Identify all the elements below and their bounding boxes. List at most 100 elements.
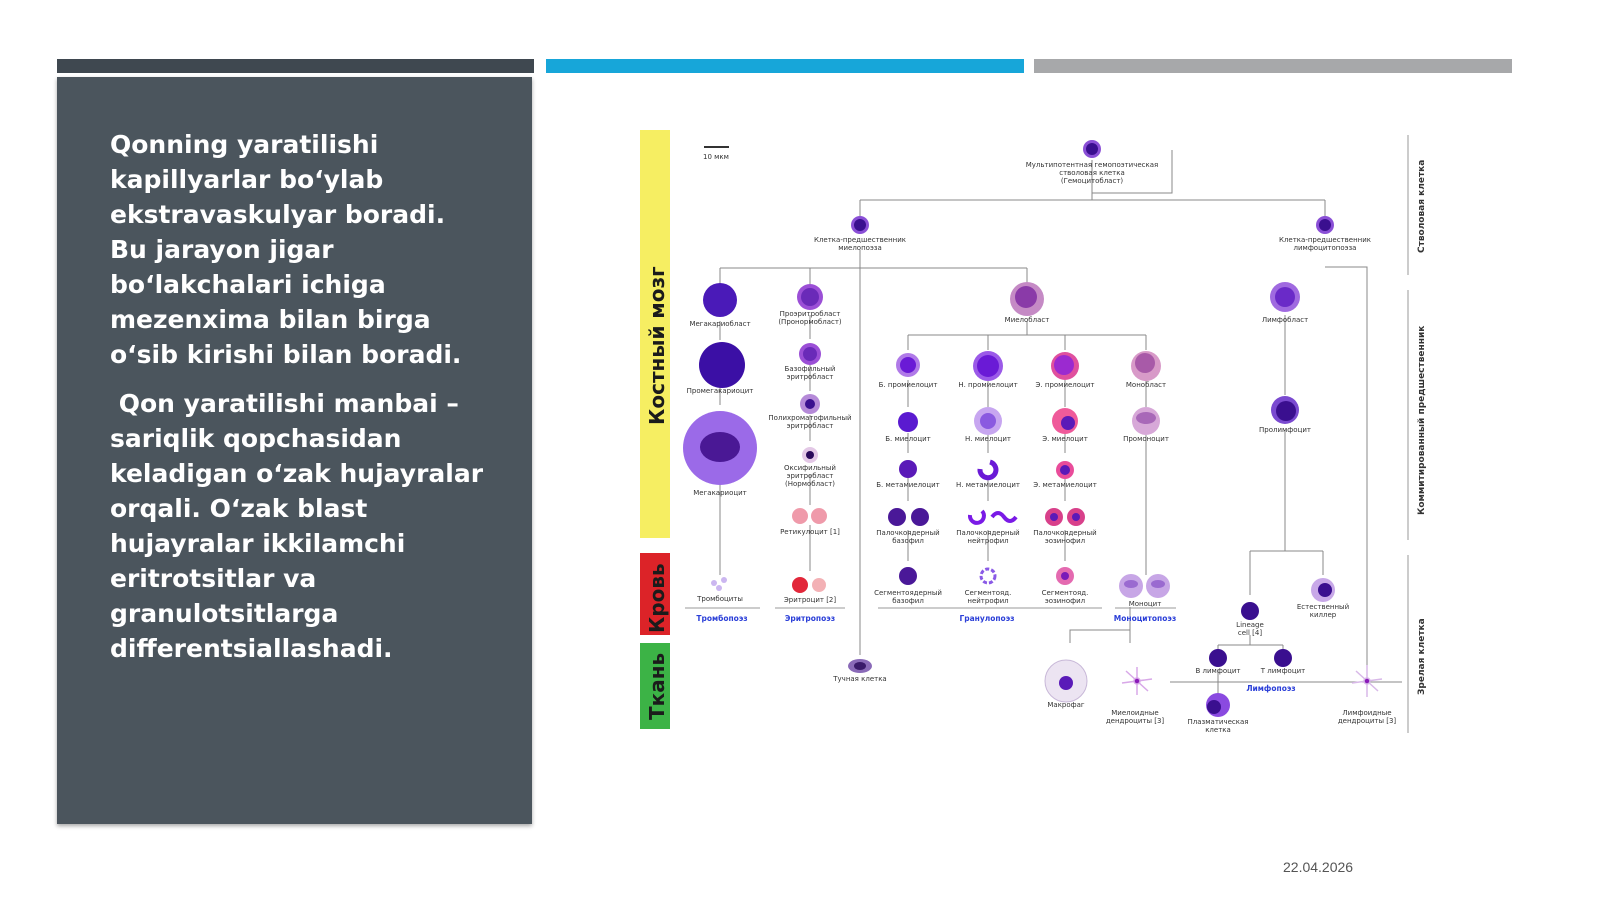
text-panel: Qonning yaratilishi kapillyarlar bo‘ylab…	[57, 77, 532, 824]
cells-plasma-cell-0-label: Плазматическая	[1188, 718, 1249, 726]
lymphoid-prog-1-label: лимфоцитопоэза	[1294, 244, 1357, 252]
lymphopoiesis-label: Лимфопоэз	[1246, 684, 1295, 693]
top-cell-1-label: стволовая клетка	[1059, 169, 1125, 177]
n-metamyelocyte-cell	[977, 459, 999, 481]
plasma-cell	[1206, 693, 1230, 717]
cells-promonocyte-label: Промоноцит	[1123, 435, 1169, 443]
lineage-cell	[1241, 602, 1259, 620]
band-basophil-cells	[888, 508, 929, 526]
committed-label: Коммитированный предшественник	[1417, 326, 1427, 515]
basophilic-erythroblast-cell	[799, 343, 821, 365]
lymphoblast-cell	[1270, 282, 1300, 312]
tissue-band	[640, 643, 670, 729]
cells-basophilic-eb-1-label: эритробласт	[787, 373, 834, 381]
cells-band-b-1-label: базофил	[892, 537, 924, 545]
cells-orthochromatic-eb-1-label: эритробласт	[787, 472, 834, 480]
cells-monoblast-label: Монобласт	[1126, 381, 1166, 389]
cells-band-e-0-label: Палочкоядерный	[1033, 529, 1096, 537]
cells-proerythroblast-1-label: (Пронормобласт)	[778, 318, 842, 326]
cells-b-promyelocyte-label: Б. промиелоцит	[879, 381, 938, 389]
polychromatic-erythroblast-cell	[800, 394, 820, 414]
myeloblast-cell	[1010, 282, 1044, 316]
cells-monocyte-label: Моноцит	[1129, 600, 1162, 608]
monoblast-cell	[1131, 351, 1161, 381]
mast-cell	[848, 659, 872, 673]
top-cell-0-label: Мультипотентная гемопоэтическая	[1026, 161, 1159, 169]
cells-promegakaryocyte-label: Промегакариоцит	[687, 387, 754, 395]
megakaryocyte-cell	[683, 411, 757, 485]
cells-orthochromatic-eb-2-label: (Нормобласт)	[785, 480, 835, 488]
cells-nk-cell-0-label: Естественный	[1297, 603, 1349, 611]
macrophage-cell	[1044, 659, 1088, 703]
n-promyelocyte-cell	[973, 351, 1003, 381]
band-eosinophil-cells	[1045, 508, 1085, 526]
paragraph-1: Qonning yaratilishi kapillyarlar bo‘ylab…	[110, 130, 462, 369]
cells-b-myelocyte-label: Б. миелоцит	[885, 435, 931, 443]
t-lymphocyte-cell	[1274, 649, 1292, 667]
cells-basophilic-eb-0-label: Базофильный	[785, 365, 836, 373]
bone-marrow-band	[640, 130, 670, 538]
cells-lin-cell-1-label: cell [4]	[1238, 629, 1262, 637]
lymphoid-progenitor-cell	[1316, 216, 1334, 234]
nk-cell	[1311, 578, 1335, 602]
cells-lymphoid-dc-1-label: дендроциты [3]	[1338, 717, 1397, 725]
cells-proerythroblast-0-label: Проэритробласт	[780, 310, 841, 318]
cells-band-b-0-label: Палочкоядерный	[876, 529, 939, 537]
b-lymphocyte-cell	[1209, 649, 1227, 667]
header-accent-bar-gray	[1034, 59, 1512, 73]
monocytopoiesis-label: Моноцитопоэз	[1114, 614, 1176, 623]
cells-n-promyelocyte-label: Н. промиелоцит	[958, 381, 1017, 389]
promonocyte-cell	[1132, 407, 1160, 435]
cells-polychromatic-eb-0-label: Полихроматофильный	[768, 414, 851, 422]
paragraph-2: Qon yaratilishi manbai – sariqlik qopcha…	[110, 389, 492, 663]
cells-nk-cell-1-label: киллер	[1310, 611, 1337, 619]
segmented-eosinophil-cell	[1056, 567, 1074, 585]
cells-lymphoblast-label: Лимфобласт	[1262, 316, 1308, 324]
cells-b-lymphocyte-label: В лимфоцит	[1196, 667, 1241, 675]
stem-cell-label: Стволовая клетка	[1417, 160, 1427, 253]
e-promyelocyte-cell	[1051, 352, 1079, 380]
cells-plasma-cell-1-label: клетка	[1205, 726, 1231, 734]
granulopoiesis-label: Гранулопоэз	[959, 614, 1014, 623]
cells-lymphoid-dc-0-label: Лимфоидные	[1342, 709, 1391, 717]
erythropoiesis-label: Эритропоэз	[785, 614, 835, 623]
lymphoid-prog-0-label: Клетка-предшественник	[1279, 236, 1371, 244]
monocyte-cells	[1119, 574, 1170, 598]
cells-band-n-0-label: Палочкоядерный	[956, 529, 1019, 537]
erythrocyte-cell	[792, 577, 826, 593]
cells-seg-e-1-label: эозинофил	[1045, 597, 1085, 605]
orthochromatic-erythroblast-cell	[802, 447, 818, 463]
stem-cell	[1083, 140, 1101, 158]
mature-cell-label: Зрелая клетка	[1417, 618, 1427, 695]
cells-mast-cell-label: Тучная клетка	[832, 675, 886, 683]
thrombocytes-cell	[711, 577, 727, 591]
blood-label: Кровь	[645, 563, 669, 633]
panel-text: Qonning yaratilishi kapillyarlar bo‘ylab…	[110, 127, 485, 680]
e-myelocyte-cell	[1052, 408, 1078, 434]
cells-myeloid-dc-1-label: дендроциты [3]	[1106, 717, 1165, 725]
b-promyelocyte-cell	[896, 353, 920, 377]
tissue-label: Ткань	[645, 653, 669, 720]
cells-myeloblast-label: Миелобласт	[1005, 316, 1050, 324]
segmented-neutrophil-cell	[979, 567, 997, 585]
cells-macrophage-label: Макрофаг	[1047, 701, 1085, 709]
cells-megakaryocyte-label: Мегакариоцит	[693, 489, 747, 497]
cells-seg-n-0-label: Сегментояд.	[965, 589, 1012, 597]
cells-erythrocyte-label: Эритроцит [2]	[784, 596, 836, 604]
thrombopoiesis-label: Тромбопоэз	[696, 614, 747, 623]
cells-prolymphocyte-label: Пролимфоцит	[1259, 426, 1311, 434]
b-metamyelocyte-cell	[899, 460, 917, 478]
cells-e-promyelocyte-label: Э. промиелоцит	[1036, 381, 1095, 389]
myeloid-prog-0-label: Клетка-предшественник	[814, 236, 906, 244]
cells-reticulocyte-label: Ретикулоцит [1]	[780, 528, 840, 536]
band-neutrophil-cells	[967, 509, 1018, 525]
cells-n-metamyelocyte-label: Н. метамиелоцит	[956, 481, 1020, 489]
cells-thrombocytes-label: Тромбоциты	[696, 595, 743, 603]
cells-lin-cell-0-label: Lineage	[1236, 621, 1264, 629]
cells-band-n-1-label: нейтрофил	[967, 537, 1008, 545]
megakaryoblast-cell	[703, 283, 737, 317]
myeloid-progenitor-cell	[851, 216, 869, 234]
cells-b-metamyelocyte-label: Б. метамиелоцит	[876, 481, 940, 489]
cells-seg-e-0-label: Сегментояд.	[1042, 589, 1089, 597]
myeloid-prog-1-label: миелопоэза	[838, 244, 882, 252]
